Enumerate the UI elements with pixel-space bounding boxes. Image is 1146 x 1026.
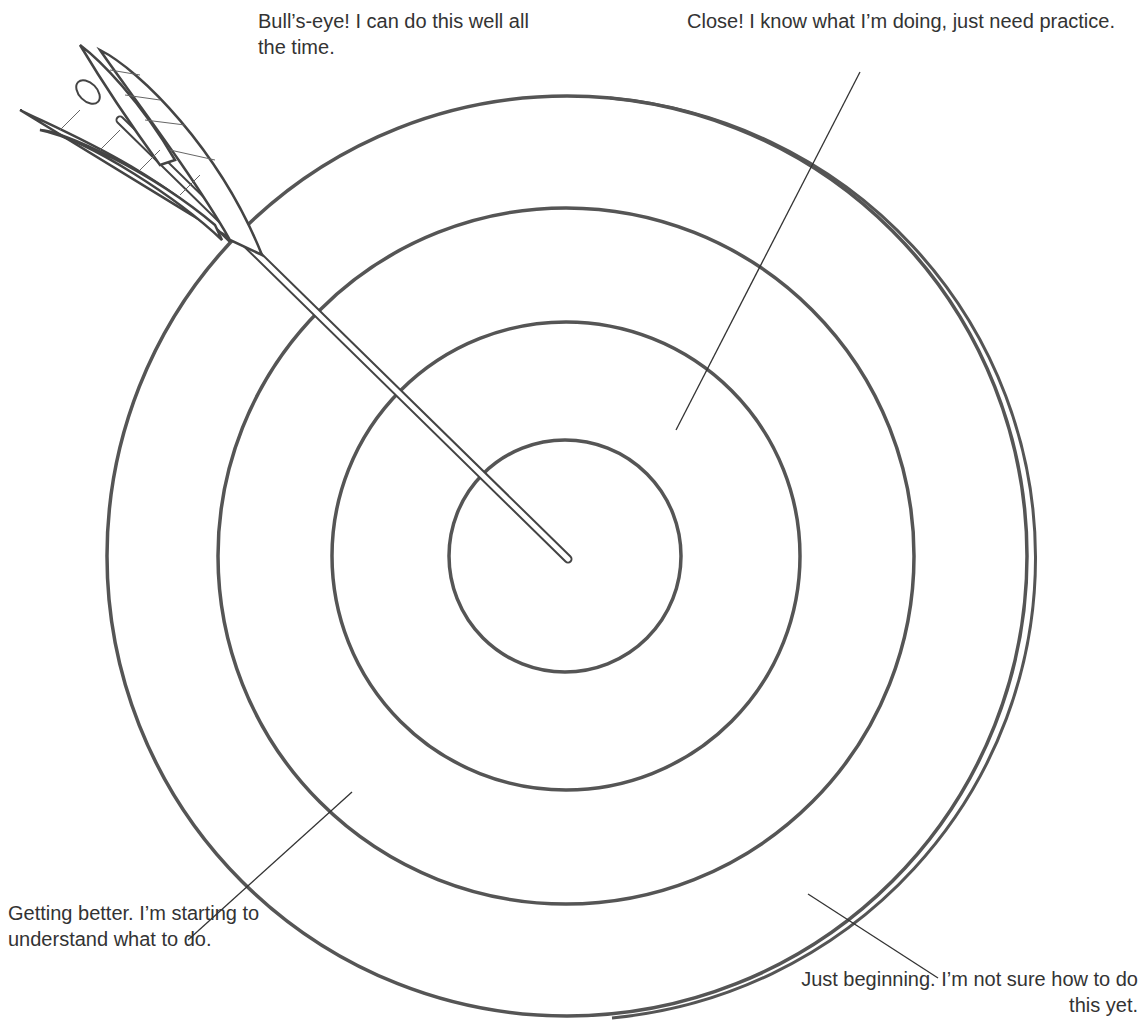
leader-line <box>676 72 860 430</box>
ring-edge <box>610 98 1036 1018</box>
callout-label: Getting better. I’m starting to understa… <box>8 900 278 952</box>
callout-label: Just beginning. I’m not sure how to do t… <box>798 966 1138 1018</box>
arrow <box>20 45 568 559</box>
leader-line <box>808 894 938 978</box>
callout-label: Close! I know what I’m doing, just need … <box>685 8 1115 34</box>
callout-label: Bull’s-eye! I can do this well all the t… <box>258 8 538 60</box>
